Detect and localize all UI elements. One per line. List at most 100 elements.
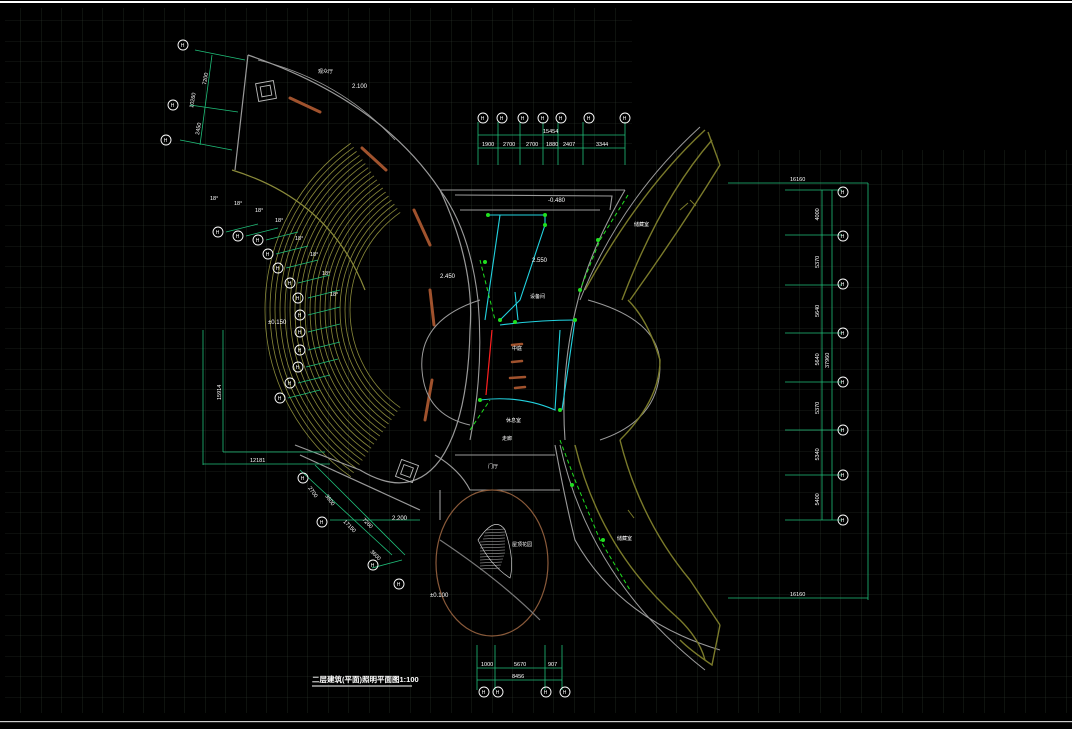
svg-text:H: H — [481, 116, 485, 122]
grid-bubble: H — [559, 686, 571, 698]
elev-mid-left: ±0.150 — [268, 320, 287, 326]
grid-bubble: H — [837, 424, 849, 436]
top-dim-seg-5: 2407 — [563, 142, 575, 148]
right-dim-ticks — [785, 189, 842, 521]
svg-text:H: H — [841, 428, 845, 434]
grid-bubble: H — [540, 686, 552, 698]
svg-text:H: H — [181, 43, 185, 49]
seating-arc — [309, 179, 378, 441]
seating-arc — [314, 183, 381, 437]
right-dim-segment-label: 4000 — [815, 208, 821, 220]
fan-dim-tick — [275, 245, 309, 255]
drawing-title: 二层建筑(平面)照明平面图1:100 — [312, 674, 419, 684]
fan-dim-ticks — [225, 223, 341, 399]
grid-bubble: H — [492, 686, 504, 698]
right-wing-ticks — [627, 199, 697, 519]
svg-text:H: H — [841, 234, 845, 240]
seating-arc — [289, 163, 366, 457]
wiring-junction — [578, 288, 582, 292]
grid-bubble: H — [274, 392, 286, 404]
svg-text:H: H — [278, 396, 282, 402]
top-dim-seg-4: 1880 — [546, 142, 558, 148]
bottom-dim-seg-2: 5670 — [514, 662, 526, 668]
svg-text:H: H — [841, 473, 845, 479]
grid-bubble: H — [262, 248, 274, 260]
room-label-3: 储藏室 — [617, 535, 632, 542]
bottom-ellipse — [435, 489, 549, 637]
grid-bubble: H — [837, 469, 849, 481]
grid-bubble: H — [477, 112, 489, 124]
fan-dim-tick — [265, 231, 299, 241]
fan-dim-tick — [225, 223, 259, 233]
svg-text:H: H — [587, 116, 591, 122]
grid-bubble: H — [160, 134, 172, 146]
svg-text:H: H — [841, 282, 845, 288]
room-label-8: 休息室 — [506, 417, 521, 424]
wiring-junction — [483, 260, 487, 264]
svg-text:H: H — [841, 190, 845, 196]
bottom-left-dim-2: 3600 — [323, 494, 335, 507]
svg-text:H: H — [288, 281, 292, 287]
bottom-dim-seg-1: 1000 — [481, 662, 493, 668]
room-label-2: 储藏室 — [634, 221, 649, 228]
room-label-1: 观众厅 — [318, 69, 333, 75]
room-label-4: 中庭 — [512, 345, 522, 352]
cyan-wiring — [479, 214, 576, 411]
wiring-junction — [558, 408, 562, 412]
left-dim-horizontal: 12181 — [250, 458, 265, 464]
grid-bubble: H — [294, 344, 306, 356]
wing-lights — [288, 96, 436, 422]
grid-bubble: H — [837, 230, 849, 242]
seating-arc — [284, 159, 363, 461]
ellipse-stair-hatch — [479, 528, 506, 570]
angle-label: 18° — [275, 218, 283, 224]
seating-arc — [269, 146, 354, 474]
frame-top-border — [0, 1, 1072, 3]
wiring-junction — [478, 398, 482, 402]
svg-text:H: H — [521, 116, 525, 122]
wiring-junction — [573, 318, 577, 322]
top-dim-seg-6: 3344 — [596, 142, 608, 148]
svg-text:H: H — [266, 252, 270, 258]
grid-bubble: H — [297, 472, 309, 484]
grid-bubble: H — [292, 361, 304, 373]
grid-bubble: H — [555, 112, 567, 124]
grid-bubble: H — [177, 39, 189, 51]
elev-center-right: 2.550 — [532, 258, 548, 264]
seating-arc — [334, 199, 392, 421]
room-label-9: 设备间 — [530, 293, 545, 300]
angle-label: 18° — [210, 196, 218, 202]
seating-arc — [294, 167, 369, 453]
grid-bubble: H — [294, 326, 306, 338]
svg-text:H: H — [298, 348, 302, 354]
seating-arc — [274, 151, 357, 469]
grid-bubble: H — [837, 327, 849, 339]
svg-text:H: H — [482, 690, 486, 696]
stair-hatch-line — [479, 546, 506, 549]
top-left-dim-3: 2450 — [195, 122, 203, 135]
stair-hatch-line — [479, 555, 505, 558]
grid-bubble: H — [284, 377, 296, 389]
grid-bubble: H — [517, 112, 529, 124]
svg-text:H: H — [301, 476, 305, 482]
svg-text:H: H — [298, 313, 302, 319]
room-label-6: 屋顶花园 — [512, 541, 532, 548]
wiring-junction — [601, 538, 605, 542]
grid-bubble: H — [367, 559, 379, 571]
left-dim-vertical: 15914 — [217, 385, 223, 400]
right-dim-overall: 37960 — [825, 353, 831, 368]
svg-text:H: H — [216, 230, 220, 236]
svg-text:H: H — [559, 116, 563, 122]
svg-text:H: H — [541, 116, 545, 122]
stair-hatch-line — [479, 561, 503, 564]
grid-bubble: H — [837, 186, 849, 198]
svg-text:H: H — [496, 690, 500, 696]
grid-bubble: H — [272, 262, 284, 274]
grid-bubble: H — [619, 112, 631, 124]
grid-bubble: H — [837, 376, 849, 388]
grid-bubble: H — [393, 578, 405, 590]
elev-bottom-ellipse: ±0.100 — [430, 593, 449, 599]
